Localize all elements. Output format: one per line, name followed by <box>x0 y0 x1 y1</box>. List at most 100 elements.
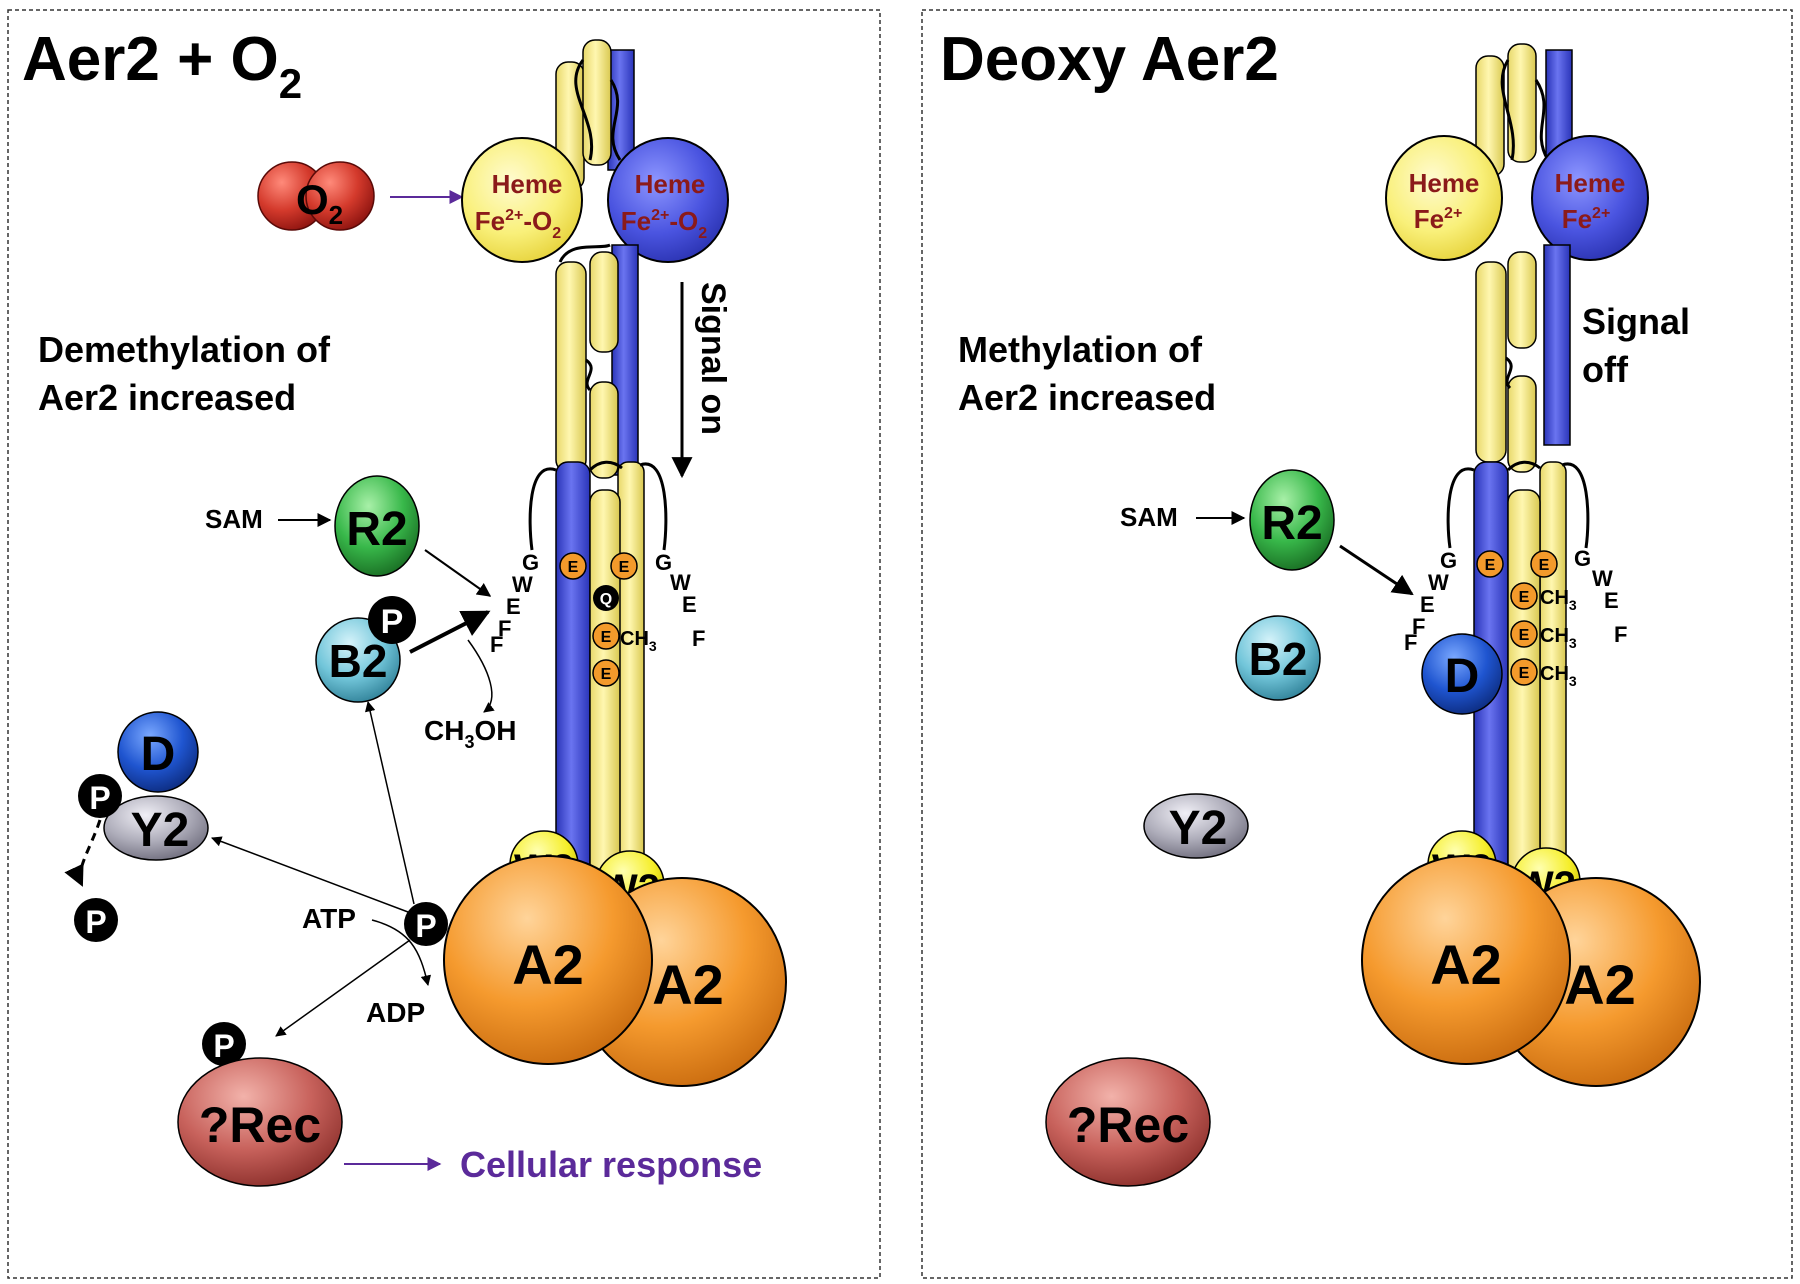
svg-text:G: G <box>522 550 539 575</box>
heme-domain-yellow-right: Heme Fe2+ <box>1385 135 1503 261</box>
methyl-sites-right: E E E CH3 E CH3 E CH3 <box>1476 550 1577 689</box>
left-title: Aer2 + O2 <box>22 25 302 107</box>
svg-text:?Rec: ?Rec <box>199 1097 321 1153</box>
svg-text:Fe2+: Fe2+ <box>1562 204 1611 234</box>
left-methyl-line2: Aer2 increased <box>38 377 296 418</box>
y2-phosphate-left: P <box>78 774 122 818</box>
svg-text:F: F <box>498 616 511 641</box>
svg-text:D: D <box>1445 650 1480 703</box>
svg-text:E: E <box>1519 589 1530 606</box>
svg-text:E: E <box>1519 665 1530 682</box>
right-methyl-line2: Aer2 increased <box>958 377 1216 418</box>
svg-text:Fe2+-O2: Fe2+-O2 <box>475 206 561 242</box>
svg-text:CH3: CH3 <box>1540 625 1577 651</box>
signal-off-line2: off <box>1582 349 1629 390</box>
svg-text:E: E <box>1519 627 1530 644</box>
right-panel-frame <box>921 9 1793 1279</box>
right-title: Deoxy Aer2 <box>940 25 1279 94</box>
svg-text:E: E <box>619 559 630 576</box>
a2-protein-left-front: A2 <box>443 855 653 1065</box>
svg-text:W: W <box>512 572 533 597</box>
ch3oh-label: CH3OH <box>424 715 516 752</box>
svg-text:A2: A2 <box>1564 953 1636 1016</box>
rec-protein-left: ?Rec <box>177 1057 343 1187</box>
svg-text:P: P <box>213 1028 234 1064</box>
svg-text:D: D <box>141 728 176 781</box>
svg-text:F: F <box>490 632 503 657</box>
ch3oh-arrow-left <box>467 639 495 713</box>
cellular-response-label: Cellular response <box>460 1144 762 1185</box>
p-to-b2-arrow <box>364 700 415 905</box>
svg-text:B2: B2 <box>1249 633 1308 685</box>
svg-text:P: P <box>415 908 436 944</box>
svg-text:Q: Q <box>600 591 612 608</box>
methyl-sites-left: E E Q E CH3 E <box>559 552 657 687</box>
b2-to-tail-arrow-left <box>409 610 491 654</box>
svg-text:G: G <box>655 550 672 575</box>
svg-text:E: E <box>568 559 579 576</box>
free-phosphate-left: P <box>74 898 118 942</box>
svg-text:Y2: Y2 <box>1169 802 1228 855</box>
svg-text:Y2: Y2 <box>131 804 190 857</box>
heme-domain-yellow-left: Heme Fe2+-O2 <box>461 137 583 263</box>
svg-text:F: F <box>1404 630 1417 655</box>
atp-adp-arrow <box>371 919 432 987</box>
svg-text:E: E <box>1485 557 1496 574</box>
signal-off-line1: Signal <box>1582 301 1690 342</box>
svg-text:R2: R2 <box>346 503 407 556</box>
right-panel: Deoxy Aer2 Heme Fe2+ Heme Fe2+ <box>940 25 1701 1187</box>
svg-text:F: F <box>1412 614 1425 639</box>
receptor-rods-middle-right <box>1475 244 1571 473</box>
r2-to-tail-arrow-right <box>1339 544 1414 596</box>
svg-text:W: W <box>670 570 691 595</box>
svg-text:E: E <box>1420 592 1435 617</box>
left-panel-frame <box>7 9 881 1279</box>
receptor-rods-middle-left <box>555 243 639 479</box>
svg-text:W: W <box>1428 570 1449 595</box>
heme-domain-blue-right: Heme Fe2+ <box>1531 135 1649 261</box>
y2-protein-left: Y2 <box>103 795 209 861</box>
svg-text:Heme: Heme <box>492 169 563 199</box>
left-sam-label: SAM <box>205 504 263 534</box>
svg-text:Fe2+: Fe2+ <box>1414 204 1463 234</box>
rec-phosphate-left: P <box>202 1022 246 1066</box>
svg-text:Fe2+-O2: Fe2+-O2 <box>621 206 707 242</box>
r2-to-tail-arrow-left <box>424 549 492 597</box>
svg-text:W: W <box>1592 566 1613 591</box>
svg-text:A2: A2 <box>1430 933 1502 996</box>
a2-protein-right-front: A2 <box>1361 855 1571 1065</box>
svg-text:F: F <box>692 626 705 651</box>
left-methyl-line1: Demethylation of <box>38 329 331 370</box>
svg-text:E: E <box>601 629 612 646</box>
o2-label: O2 <box>296 176 343 230</box>
svg-text:R2: R2 <box>1261 497 1322 550</box>
svg-text:P: P <box>381 603 404 641</box>
b2-phosphate-left: P <box>368 596 416 644</box>
y2-dephosphorylation-arrow <box>64 819 102 887</box>
svg-text:F: F <box>1614 622 1627 647</box>
d-protein-right: D <box>1421 633 1503 715</box>
svg-text:CH3: CH3 <box>620 628 657 654</box>
b2-protein-right: B2 <box>1235 615 1321 701</box>
svg-text:G: G <box>1440 548 1457 573</box>
left-panel: Aer2 + O2 O2 Heme Fe2+-O2 Heme Fe2+-O2 <box>22 25 787 1187</box>
adp-label: ADP <box>366 997 425 1028</box>
rec-protein-right: ?Rec <box>1045 1057 1211 1187</box>
svg-text:P: P <box>85 904 106 940</box>
r2-protein-right: R2 <box>1249 469 1335 571</box>
svg-text:Heme: Heme <box>635 169 706 199</box>
y2-protein-right: Y2 <box>1143 793 1249 859</box>
svg-text:E: E <box>682 592 697 617</box>
gwef-tail-left-a: G W E F F <box>490 550 539 657</box>
svg-text:E: E <box>506 594 521 619</box>
gwef-tail-left-b: G W E F <box>655 550 705 651</box>
a2-phosphate-left: P <box>404 902 448 946</box>
r2-protein-left: R2 <box>334 475 420 577</box>
svg-text:E: E <box>1539 557 1550 574</box>
svg-text:CH3: CH3 <box>1540 587 1577 613</box>
svg-text:Heme: Heme <box>1555 168 1626 198</box>
right-methyl-line1: Methylation of <box>958 329 1203 370</box>
svg-text:E: E <box>601 666 612 683</box>
svg-text:E: E <box>1604 588 1619 613</box>
